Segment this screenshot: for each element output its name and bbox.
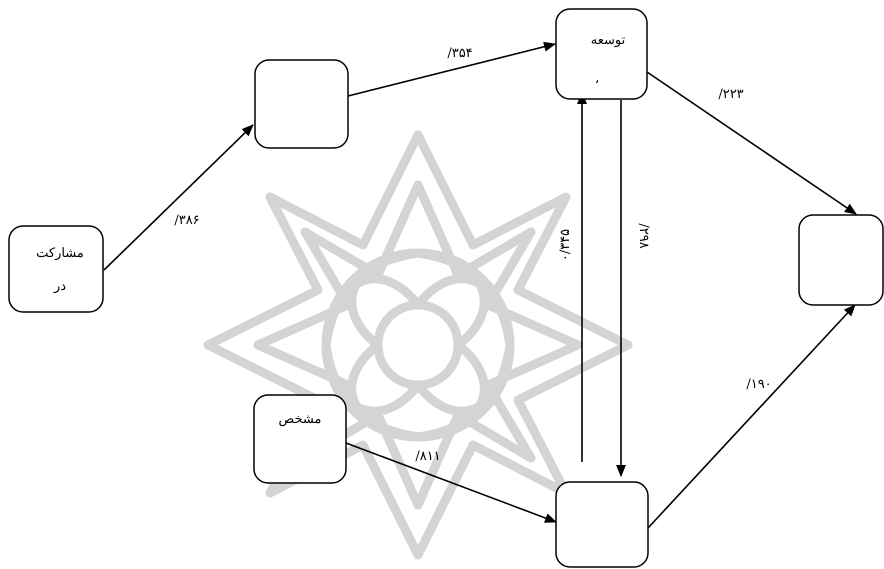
node-participation: مشارکت در [8,225,104,313]
edge-labels-layer: /۳۸۶ /۳۵۴ /۲۲۳ /۲۹۸ ۰/۳۴۵ /۸۱۱ /۱۹۰ [174,46,771,464]
node-label: در [53,279,66,294]
edge-development-to-outcome [646,71,857,215]
edges-layer [103,41,857,529]
node-label: توسعه [591,33,626,48]
node-label: مشارکت [36,246,84,261]
edge-label: /۲۹۸ [636,223,651,248]
edge-label: /۳۸۶ [174,213,199,228]
edge-bottom-to-outcome [647,304,856,529]
edge-specific-to-bottom [345,442,557,523]
edge-label: /۱۹۰ [746,377,771,392]
node-specific: مشخص [253,394,347,484]
node-development: توسعه ، [555,8,648,100]
node-mediator-bottom [555,481,649,568]
edge-label: /۸۱۱ [415,449,440,464]
node-label: ، [595,72,599,87]
star-rosette-watermark-icon [203,130,633,560]
edge-label: ۰/۳۴۵ [558,229,573,261]
node-mediator-top-left [254,59,349,149]
edge-mediator-to-development [347,41,556,97]
node-outcome [798,214,884,306]
node-label: مشخص [279,412,322,427]
edge-participation-to-mediator [103,124,254,271]
edge-label: /۳۵۴ [447,46,472,61]
edge-label: /۲۲۳ [718,87,743,102]
